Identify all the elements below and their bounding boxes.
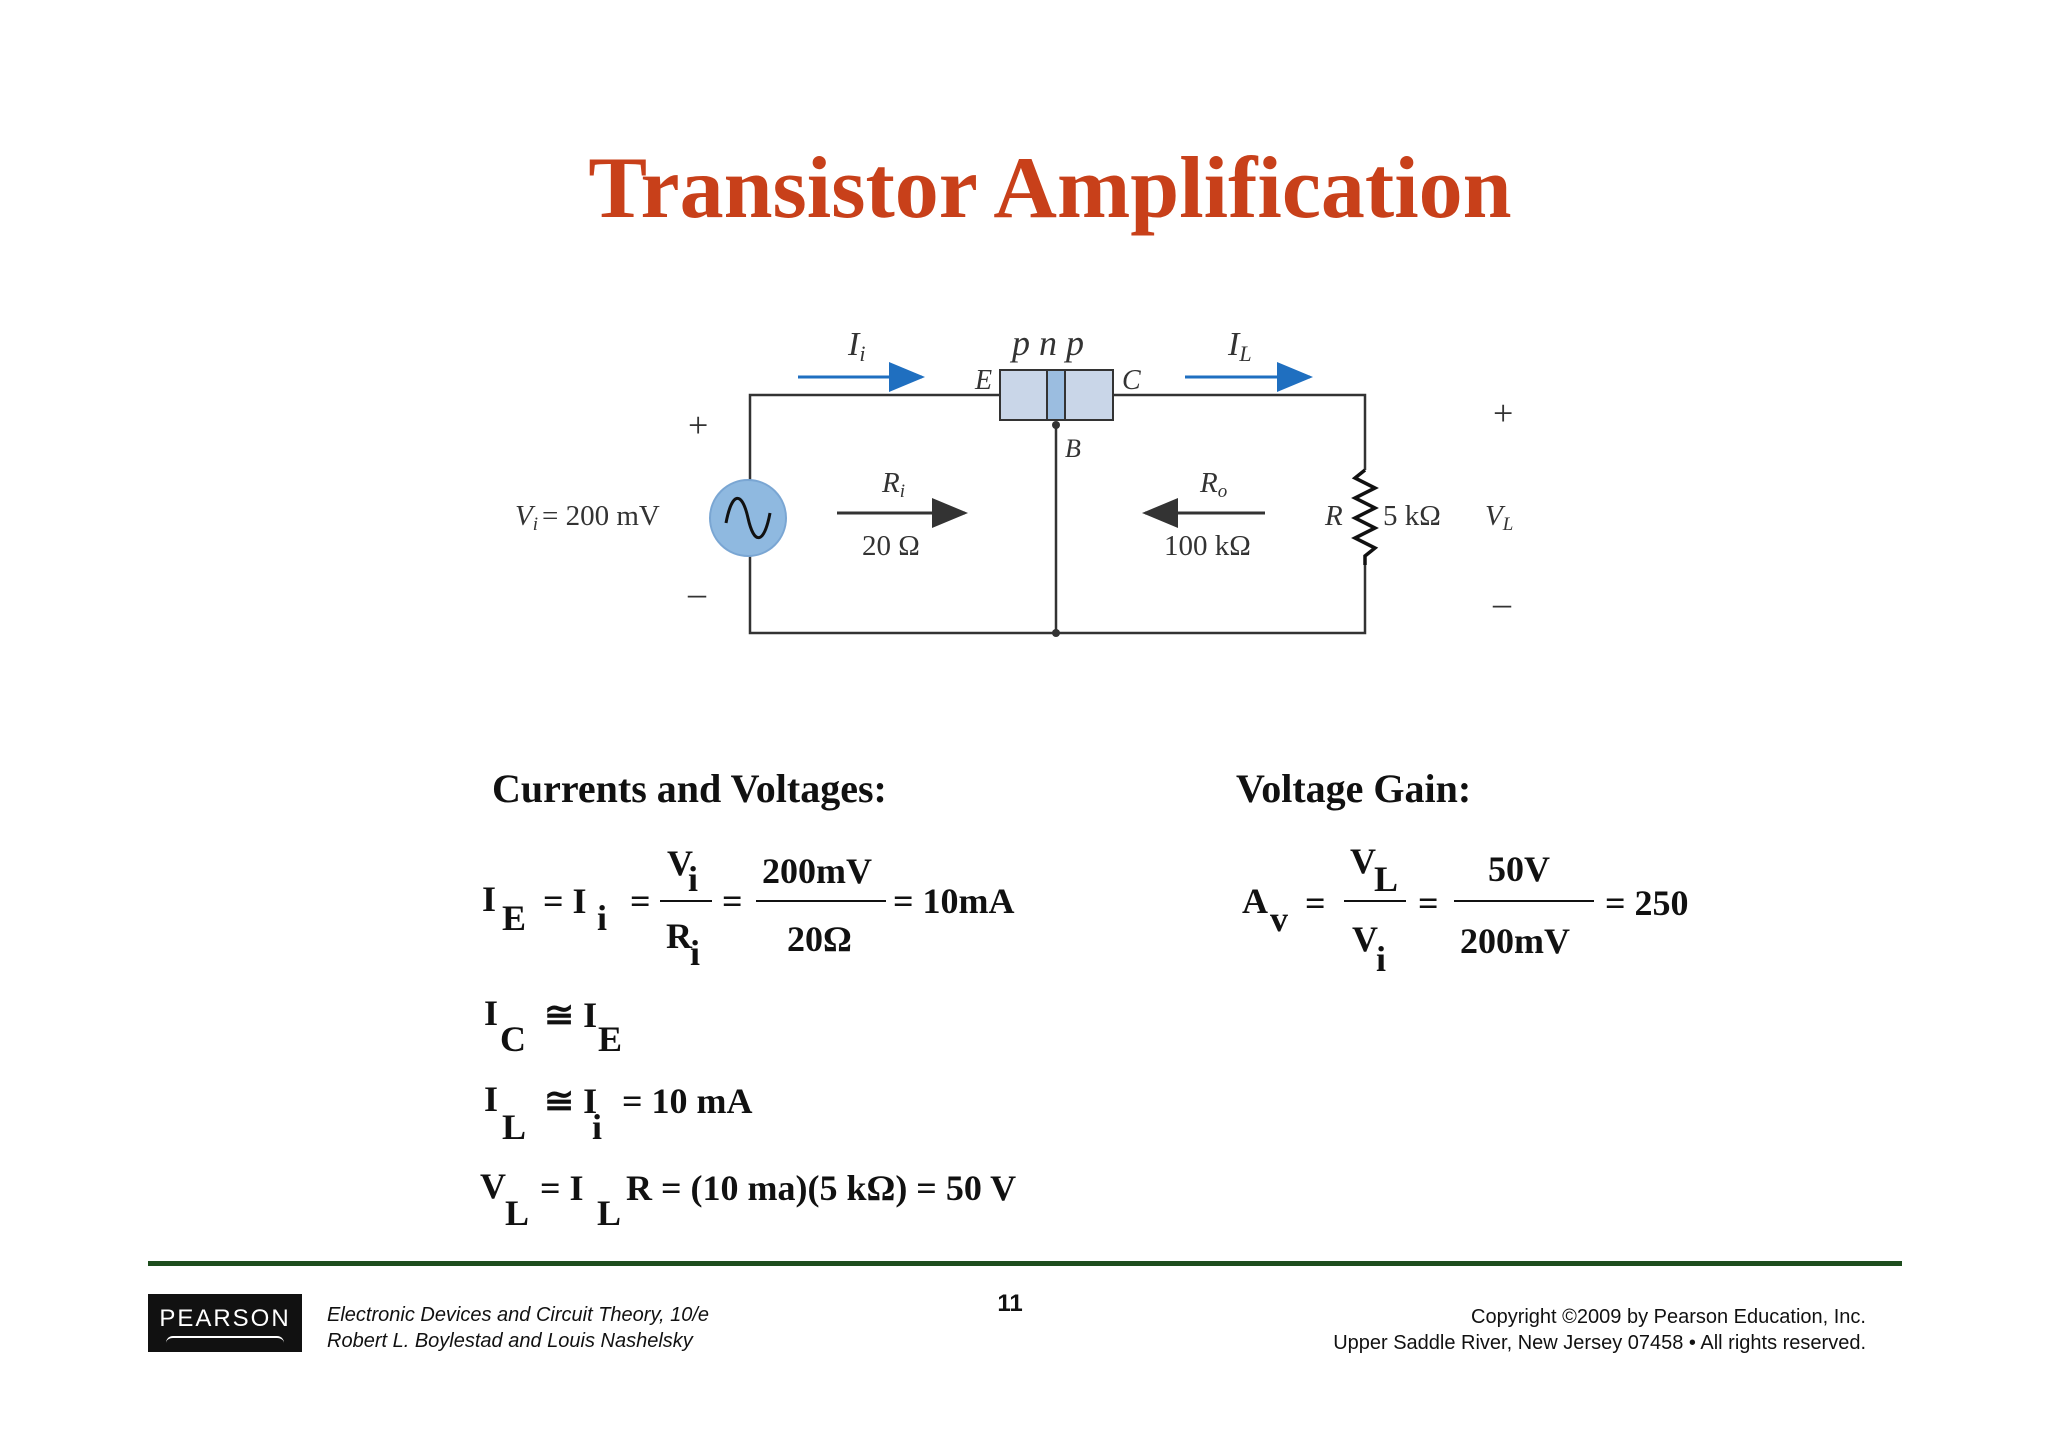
output-minus-label: – (1492, 583, 1512, 623)
pearson-logo: PEARSON (148, 1294, 302, 1352)
base-label: B (1065, 434, 1081, 463)
emitter-label: E (974, 365, 992, 396)
currents-heading: Currents and Voltages: (492, 766, 887, 811)
load-resistor-icon (1351, 468, 1379, 565)
svg-text:Ri: Ri (881, 467, 905, 502)
copyright-text: Copyright ©2009 by Pearson Education, In… (1471, 1306, 1866, 1328)
junction-node (1052, 629, 1060, 637)
book-title: Electronic Devices and Circuit Theory, 1… (327, 1304, 710, 1326)
load-resistor-label: R (1324, 500, 1343, 532)
svg-text:IL: IL (1227, 326, 1252, 366)
output-resistance-value: 100 kΩ (1164, 530, 1251, 562)
input-minus-label: – (687, 573, 707, 613)
load-voltage-label: V (1485, 500, 1506, 532)
transistor-type-label: p n p (1009, 323, 1084, 363)
output-plus-label: + (1493, 393, 1513, 433)
slide-title: Transistor Amplification (588, 140, 1512, 237)
input-resistance-value: 20 Ω (862, 530, 920, 562)
page-number: 11 (997, 1290, 1023, 1317)
pnp-amplifier-circuit: Ii p n p IL E C B + – + – Vi= 200 mV Ri … (515, 323, 1513, 637)
collector-label: C (1122, 365, 1141, 396)
input-resistance-label: R (881, 467, 900, 499)
svg-text:Ii: Ii (847, 326, 865, 366)
ac-source-icon (709, 479, 787, 557)
load-current-label: I (1227, 326, 1241, 363)
output-resistance-label: R (1199, 467, 1218, 499)
rights-text: Upper Saddle River, New Jersey 07458 • A… (1333, 1332, 1866, 1354)
book-authors: Robert L. Boylestad and Louis Nashelsky (327, 1330, 693, 1352)
input-plus-label: + (688, 405, 708, 445)
svg-text:Vi= 200 mV: Vi= 200 mV (515, 500, 660, 535)
svg-text:Ro: Ro (1199, 467, 1227, 502)
gain-heading: Voltage Gain: (1236, 766, 1472, 811)
footer-divider (148, 1261, 1902, 1266)
source-value: = 200 mV (542, 500, 660, 532)
transistor-body (999, 369, 1114, 429)
input-current-label: I (847, 326, 861, 363)
svg-text:VL: VL (1485, 500, 1513, 535)
source-label: V (515, 500, 536, 532)
load-resistor-value: 5 kΩ (1383, 500, 1441, 532)
